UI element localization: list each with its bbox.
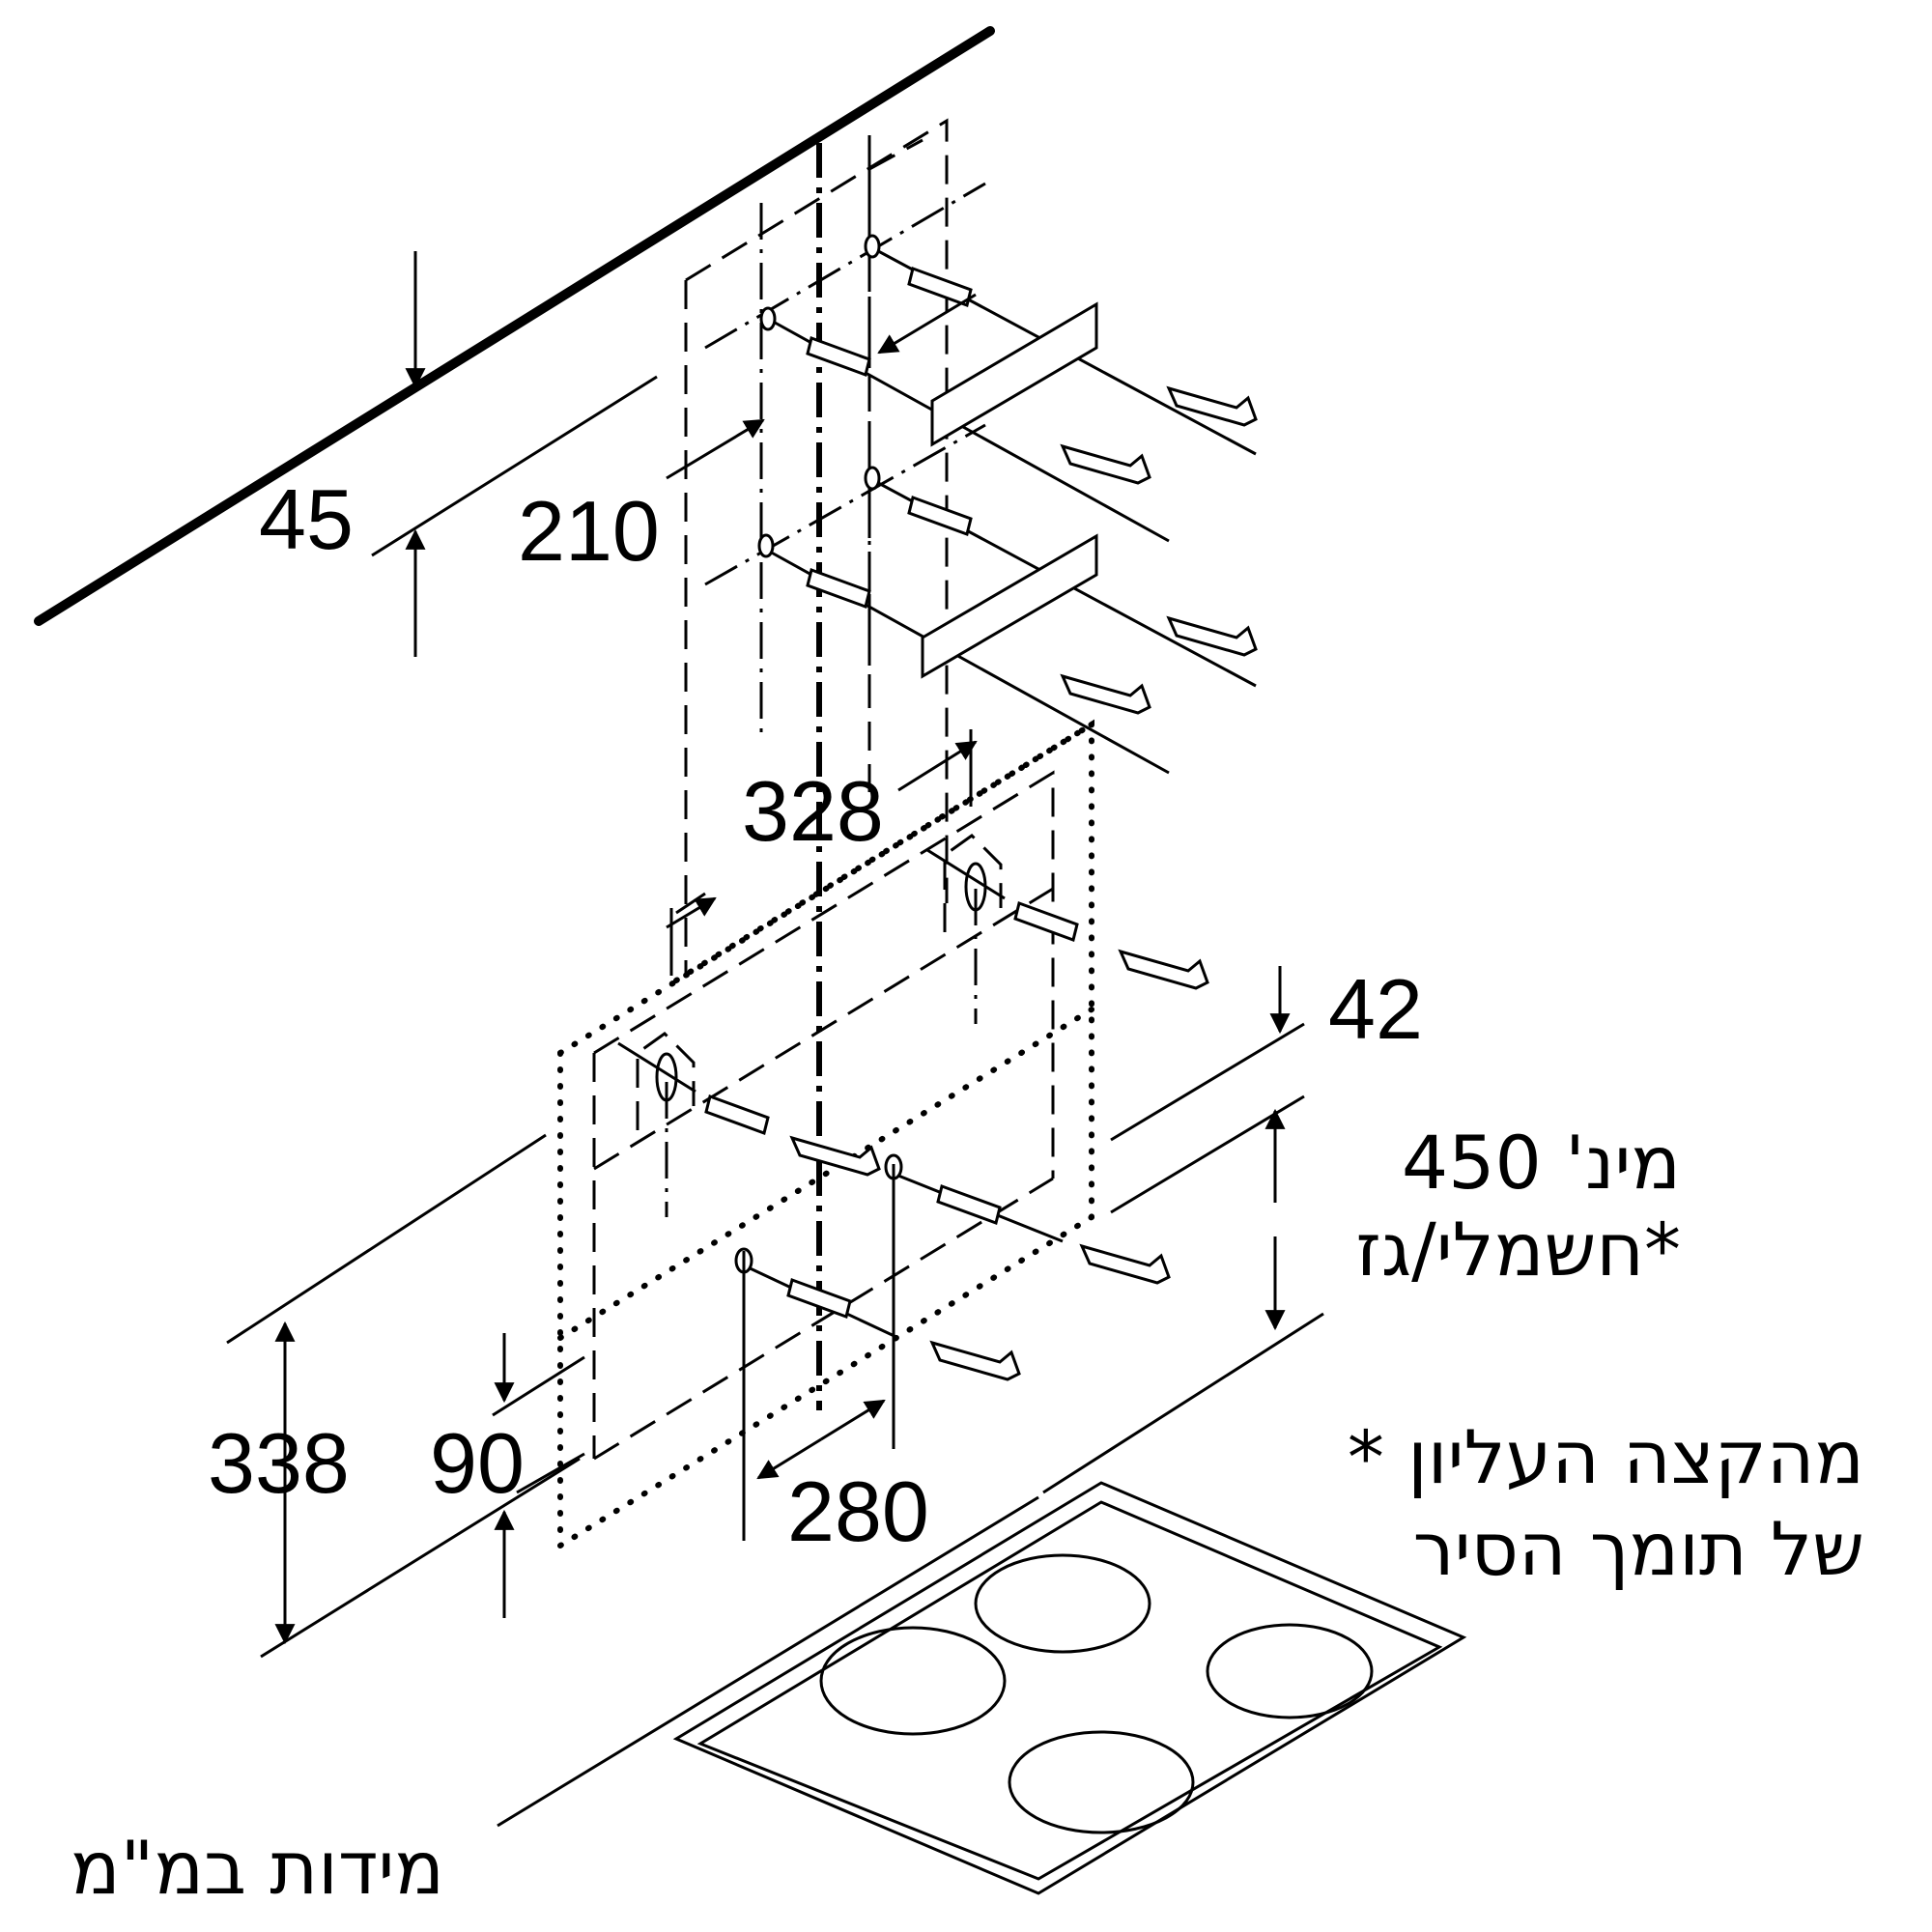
mounting-bracket-icon bbox=[921, 533, 1098, 679]
hood-body-outline bbox=[557, 719, 1094, 1548]
drill-hole-icon bbox=[864, 234, 881, 259]
screw-icon bbox=[1060, 443, 1151, 485]
dim-45-label: 45 bbox=[259, 471, 354, 567]
upper-mount-row-2 bbox=[704, 423, 1258, 775]
screw-icon bbox=[1166, 615, 1258, 657]
dim-328-label: 328 bbox=[742, 763, 884, 859]
dimension-90: 90 bbox=[430, 1333, 585, 1618]
dimension-328: 328 bbox=[666, 729, 978, 976]
screw-icon bbox=[789, 1135, 881, 1177]
mounting-bracket-icon bbox=[930, 301, 1098, 447]
footnote-line-2: של תומך הסיר bbox=[1413, 1506, 1864, 1592]
wall-plug-icon bbox=[1013, 901, 1079, 942]
dimension-450-min: מינ' 450 חשמלי/גז* bbox=[1042, 1108, 1681, 1494]
wall-plug-icon bbox=[936, 1184, 1002, 1225]
screw-icon bbox=[1060, 673, 1151, 715]
dim-42-label: 42 bbox=[1328, 961, 1423, 1057]
units-note: מידות במ"מ bbox=[71, 1825, 444, 1911]
ceiling-line bbox=[34, 26, 995, 626]
drill-hole-icon bbox=[864, 466, 881, 491]
dim-210-label: 210 bbox=[518, 483, 660, 579]
screw-icon bbox=[1166, 385, 1258, 427]
min-450-label: מינ' 450 bbox=[1402, 1120, 1681, 1206]
keyhole-bracket-left bbox=[617, 1032, 881, 1217]
wall-plug-icon bbox=[907, 267, 973, 307]
cooktop bbox=[497, 1481, 1467, 1895]
burner-icon bbox=[819, 1626, 1007, 1736]
lower-mount-row bbox=[734, 1153, 1171, 1381]
wall-plug-icon bbox=[704, 1094, 770, 1135]
dimension-338: 338 bbox=[208, 1133, 581, 1659]
upper-mount-row-1 bbox=[704, 182, 1258, 543]
drill-hole-icon bbox=[759, 306, 777, 331]
dim-280-label: 280 bbox=[787, 1463, 929, 1559]
burner-icon bbox=[1008, 1730, 1195, 1834]
dimension-42: 42 bbox=[1110, 961, 1423, 1214]
burner-icon bbox=[1206, 1623, 1374, 1719]
dim-90-label: 90 bbox=[430, 1415, 525, 1511]
screw-icon bbox=[1118, 949, 1209, 990]
dimension-280: 280 bbox=[742, 1164, 929, 1559]
wall-plug-icon bbox=[786, 1278, 852, 1319]
screw-icon bbox=[929, 1340, 1021, 1381]
footnote-line-1: * מהקצה העליון bbox=[1348, 1414, 1864, 1500]
drill-hole-icon bbox=[757, 533, 775, 558]
wall-plug-icon bbox=[806, 568, 871, 609]
electric-gas-label: חשמלי/גז* bbox=[1355, 1207, 1681, 1293]
screw-icon bbox=[1079, 1243, 1171, 1285]
dimension-45: 45 bbox=[259, 251, 658, 657]
dim-338-label: 338 bbox=[208, 1415, 350, 1511]
wall-plug-icon bbox=[907, 496, 973, 536]
burner-icon bbox=[974, 1553, 1151, 1654]
keyhole-bracket-right bbox=[926, 834, 1209, 1024]
dimension-210: 210 bbox=[518, 293, 977, 579]
wall-plug-icon bbox=[806, 336, 871, 377]
